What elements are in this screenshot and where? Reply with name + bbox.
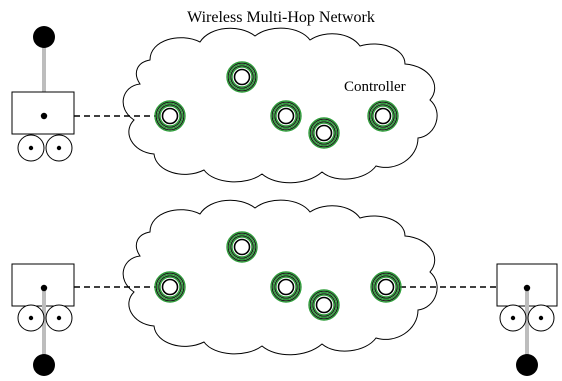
node-ring-outline: [271, 272, 301, 302]
wheel-axle: [510, 315, 516, 321]
node-ring-outline: [158, 275, 182, 299]
node-core: [233, 238, 251, 256]
cart-pole-top-left: [11, 26, 75, 162]
node-ring: [275, 276, 297, 298]
node-ring-outline: [271, 101, 301, 131]
wheel-axle: [28, 315, 34, 321]
wheel-axle: [538, 315, 544, 321]
wireless-node: [154, 271, 186, 303]
node-ring: [154, 271, 186, 303]
node-ring-outline: [371, 272, 401, 302]
node-ring: [372, 105, 394, 127]
node-ring: [159, 276, 181, 298]
wireless-node: [226, 61, 258, 93]
wireless-node: [154, 100, 186, 132]
node-ring: [156, 273, 184, 301]
node-ring: [156, 102, 184, 130]
node-core: [377, 278, 395, 296]
node-ring-outline: [312, 121, 336, 145]
node-ring: [367, 100, 399, 132]
node-core: [161, 107, 179, 125]
node-ring-outline: [374, 275, 398, 299]
node-ring-outline: [227, 62, 257, 92]
node-ring: [369, 102, 397, 130]
node-ring-outline: [155, 272, 185, 302]
node-ring: [272, 102, 300, 130]
node-ring: [226, 61, 258, 93]
node-core: [233, 68, 251, 86]
wheel-axle: [56, 315, 62, 321]
wireless-node: [308, 117, 340, 149]
node-ring: [308, 117, 340, 149]
node-ring: [370, 271, 402, 303]
node-ring: [226, 231, 258, 263]
node-ring-outline: [155, 101, 185, 131]
node-ring-outline: [274, 275, 298, 299]
node-ring: [272, 273, 300, 301]
node-ring-outline: [371, 104, 395, 128]
diagram-title: Wireless Multi-Hop Network: [187, 9, 375, 26]
node-ring: [231, 66, 253, 88]
node-core: [277, 107, 295, 125]
node-ring-outline: [309, 118, 339, 148]
node-ring: [231, 236, 253, 258]
node-core: [161, 278, 179, 296]
wireless-node: [367, 100, 399, 132]
node-ring: [310, 291, 338, 319]
node-ring: [270, 271, 302, 303]
node-ring: [270, 100, 302, 132]
node-ring: [375, 276, 397, 298]
node-core: [374, 107, 392, 125]
pendulum-bob: [33, 354, 55, 376]
node-ring-outline: [158, 104, 182, 128]
pivot-dot: [40, 284, 48, 292]
pivot-dot: [523, 284, 531, 292]
node-ring: [313, 294, 335, 316]
node-core: [277, 278, 295, 296]
node-ring-outline: [274, 104, 298, 128]
wheel-axle: [28, 145, 34, 151]
node-ring: [313, 122, 335, 144]
controller-label: Controller: [344, 79, 406, 95]
pendulum-bob: [33, 26, 55, 48]
node-core: [315, 124, 333, 142]
node-ring: [275, 105, 297, 127]
node-ring: [308, 289, 340, 321]
wireless-node: [226, 231, 258, 263]
wireless-node: [270, 271, 302, 303]
node-ring: [154, 100, 186, 132]
node-ring-outline: [230, 235, 254, 259]
node-ring-outline: [312, 293, 336, 317]
node-ring: [228, 63, 256, 91]
wireless-node: [308, 289, 340, 321]
wireless-nodes: [154, 61, 402, 321]
node-ring: [159, 105, 181, 127]
node-ring: [372, 273, 400, 301]
node-ring-outline: [227, 232, 257, 262]
node-core: [315, 296, 333, 314]
node-ring: [228, 233, 256, 261]
cart-pole-bottom-right: [496, 263, 558, 376]
node-ring-outline: [309, 290, 339, 320]
wireless-node: [270, 100, 302, 132]
wireless-node: [370, 271, 402, 303]
node-ring: [310, 119, 338, 147]
node-ring-outline: [230, 65, 254, 89]
node-ring-outline: [368, 101, 398, 131]
pivot-dot: [40, 112, 48, 120]
cart-pole-bottom-left: [11, 263, 75, 376]
wheel-axle: [56, 145, 62, 151]
pendulum-bob: [516, 354, 538, 376]
